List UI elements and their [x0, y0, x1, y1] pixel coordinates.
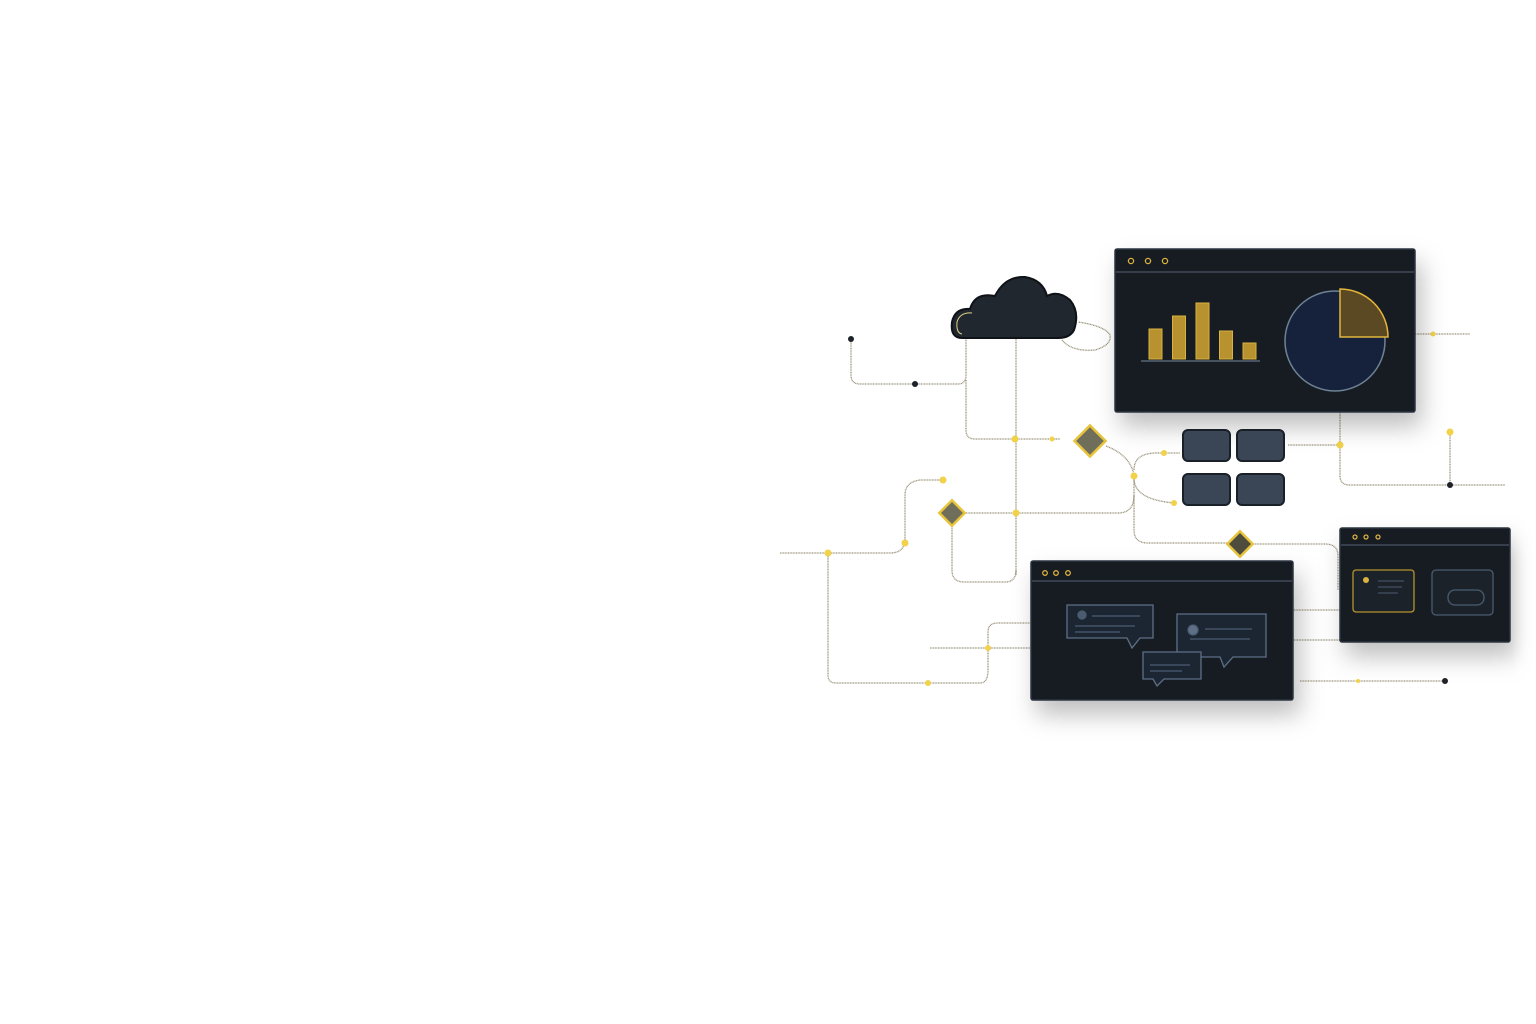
chat-window	[1030, 560, 1294, 701]
bar	[1242, 342, 1257, 360]
window-controls	[1127, 257, 1169, 265]
connection-lines	[780, 318, 1505, 684]
dashboard-window	[1114, 248, 1416, 413]
pie-highlight-slice	[1339, 288, 1389, 338]
bar	[1195, 302, 1210, 360]
bar	[1172, 315, 1186, 360]
tile-grid	[1182, 429, 1285, 506]
bar-chart-icon	[1148, 302, 1257, 360]
diamond-node-icon	[937, 423, 1255, 559]
bar	[1148, 328, 1163, 360]
cloud-icon	[950, 275, 1078, 339]
bar	[1219, 330, 1233, 360]
